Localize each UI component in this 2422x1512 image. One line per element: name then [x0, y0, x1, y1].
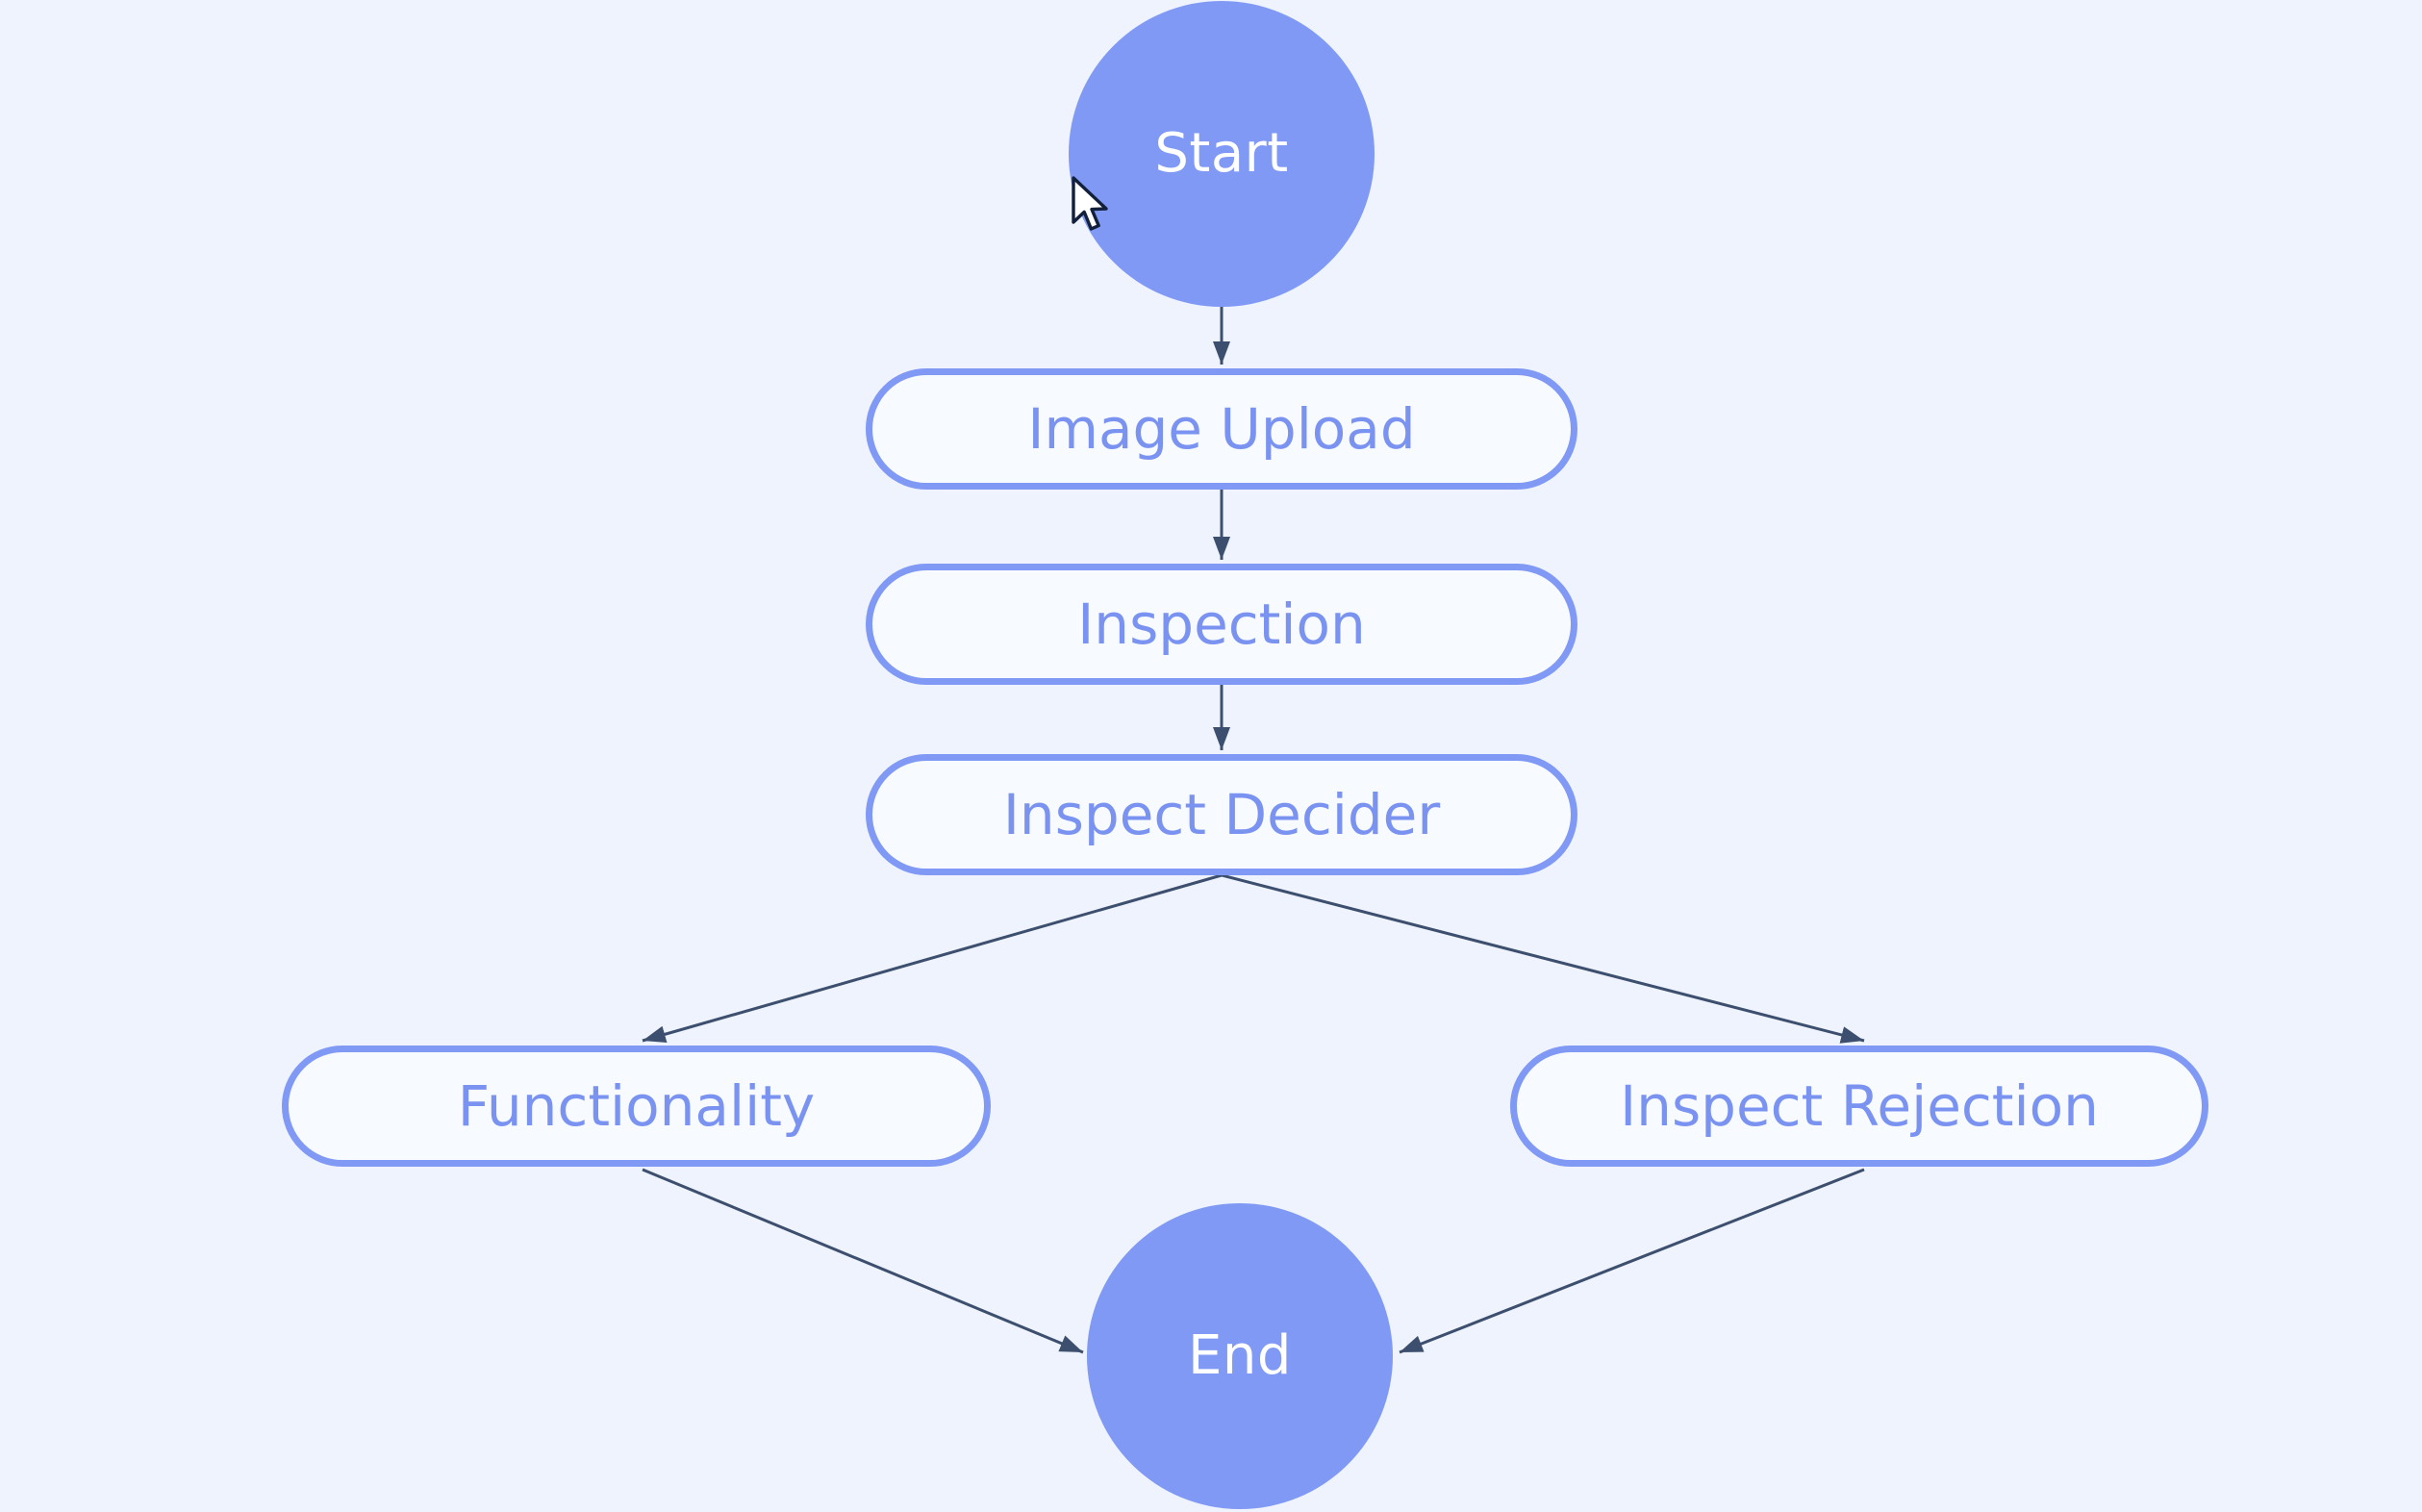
node-functionality-label: Functionality	[457, 1073, 816, 1139]
edge-inspect-decider-to-inspect-rejection	[1221, 873, 1865, 1044]
node-inspect-decider-label: Inspect Decider	[1002, 782, 1441, 847]
node-image-upload-label: Image Upload	[1027, 396, 1416, 462]
node-inspection-label: Inspection	[1077, 592, 1366, 657]
node-inspection[interactable]: Inspection	[866, 564, 1577, 685]
edge-inspect-rejection-to-end	[1399, 1168, 1865, 1354]
node-end-label: End	[1188, 1324, 1292, 1387]
node-inspect-rejection-label: Inspect Rejection	[1620, 1073, 2099, 1139]
node-start-label: Start	[1154, 122, 1289, 185]
node-functionality[interactable]: Functionality	[282, 1046, 991, 1167]
node-inspect-decider[interactable]: Inspect Decider	[866, 754, 1577, 875]
node-image-upload[interactable]: Image Upload	[866, 368, 1577, 490]
node-inspect-rejection[interactable]: Inspect Rejection	[1510, 1046, 2208, 1167]
edge-functionality-to-end	[642, 1168, 1084, 1354]
node-end[interactable]: End	[1087, 1203, 1393, 1509]
edge-inspect-decider-to-functionality	[642, 873, 1223, 1044]
node-start[interactable]: Start	[1069, 1, 1375, 307]
